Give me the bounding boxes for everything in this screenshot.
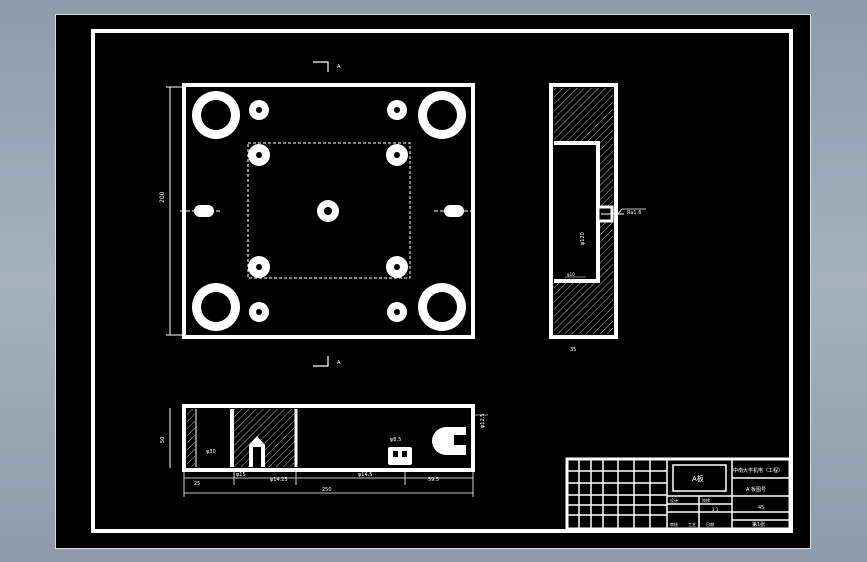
- inner-hole-4: [386, 256, 408, 278]
- title-row-1: 校核: [702, 497, 710, 503]
- side-dim-bottom: 35: [570, 347, 576, 353]
- hatch-top: [554, 88, 613, 143]
- section-outline: [182, 404, 475, 472]
- cad-viewport[interactable]: 200 A A Ra1.6 φ120 φ10 35: [55, 14, 811, 549]
- section-mark-top-label: A: [337, 64, 341, 70]
- side-hole-right: [434, 205, 476, 217]
- inner-hole-3: [248, 256, 270, 278]
- section-view: φ12.5 50 φ30 φ8.5 25 φ15 φ14.23 φ14.5 59…: [160, 404, 488, 497]
- side-ra-label: Ra1.6: [627, 210, 641, 216]
- guide-boss-tl: [192, 91, 240, 139]
- sec-dim-d: φ14.5: [358, 472, 372, 478]
- part-name-box: [672, 464, 727, 492]
- title-drawing-no: A 板图号: [746, 486, 766, 493]
- sec-dim-b: φ15: [236, 472, 246, 478]
- section-mark-top: [313, 61, 329, 72]
- hatch-bottom: [554, 281, 613, 334]
- title-school: 中南大学机电（工程）: [733, 467, 783, 474]
- title-row-3: 工艺: [688, 522, 696, 527]
- screw-hole-2: [387, 100, 407, 120]
- title-part-name: A板: [692, 474, 704, 483]
- guide-boss-bl: [192, 283, 240, 331]
- title-scale: 1:1: [712, 507, 719, 512]
- drawing-canvas: 200 A A Ra1.6 φ120 φ10 35: [91, 29, 793, 533]
- inner-hole-2: [386, 144, 408, 166]
- side-inner-label: φ10: [567, 272, 575, 277]
- side-view: Ra1.6 φ120 φ10 35: [549, 83, 646, 353]
- screw-hole-4: [387, 302, 407, 322]
- title-block: A板 中南大学机电（工程） A 板图号 1:1 45 第1张 设计 校核 审核 …: [565, 457, 792, 531]
- inner-hole-1: [248, 144, 270, 166]
- side-cavity-edge: [554, 141, 600, 283]
- sec-dim-c: φ14.23: [270, 477, 288, 483]
- side-outline: [549, 83, 618, 339]
- section-mark-bottom: [313, 356, 329, 367]
- screw-hole-3: [249, 302, 269, 322]
- guide-boss-br: [418, 283, 466, 331]
- title-sheet: 第1张: [752, 521, 765, 528]
- section-ejector: [388, 447, 412, 465]
- center-hole: [317, 200, 339, 222]
- sec-dim-right: φ12.5: [480, 414, 486, 428]
- sec-dim-dia-left: φ30: [206, 449, 216, 455]
- sheet-border: [91, 29, 793, 533]
- title-row-2: 审核: [670, 521, 678, 527]
- section-right-port: [432, 427, 468, 455]
- plan-view: 200 A A: [159, 61, 476, 367]
- side-dim-hole: φ120: [580, 232, 586, 245]
- section-mark-bottom-label: A: [337, 360, 341, 366]
- side-hole-left: [180, 205, 222, 217]
- sec-dim-a: 25: [194, 481, 200, 487]
- cavity-outline: [247, 142, 411, 279]
- dim-height-label: 200: [159, 191, 166, 203]
- sec-dim-height: 50: [160, 437, 166, 443]
- title-material: 45: [758, 505, 764, 511]
- title-row-4: 日期: [706, 521, 714, 527]
- title-row-0: 设计: [670, 497, 678, 503]
- sec-dim-e: 59.5: [428, 477, 439, 483]
- sec-dim-dia-small: φ8.5: [390, 437, 401, 443]
- guide-boss-tr: [418, 91, 466, 139]
- screw-hole-1: [249, 100, 269, 120]
- sec-dim-overall: 250: [322, 487, 332, 493]
